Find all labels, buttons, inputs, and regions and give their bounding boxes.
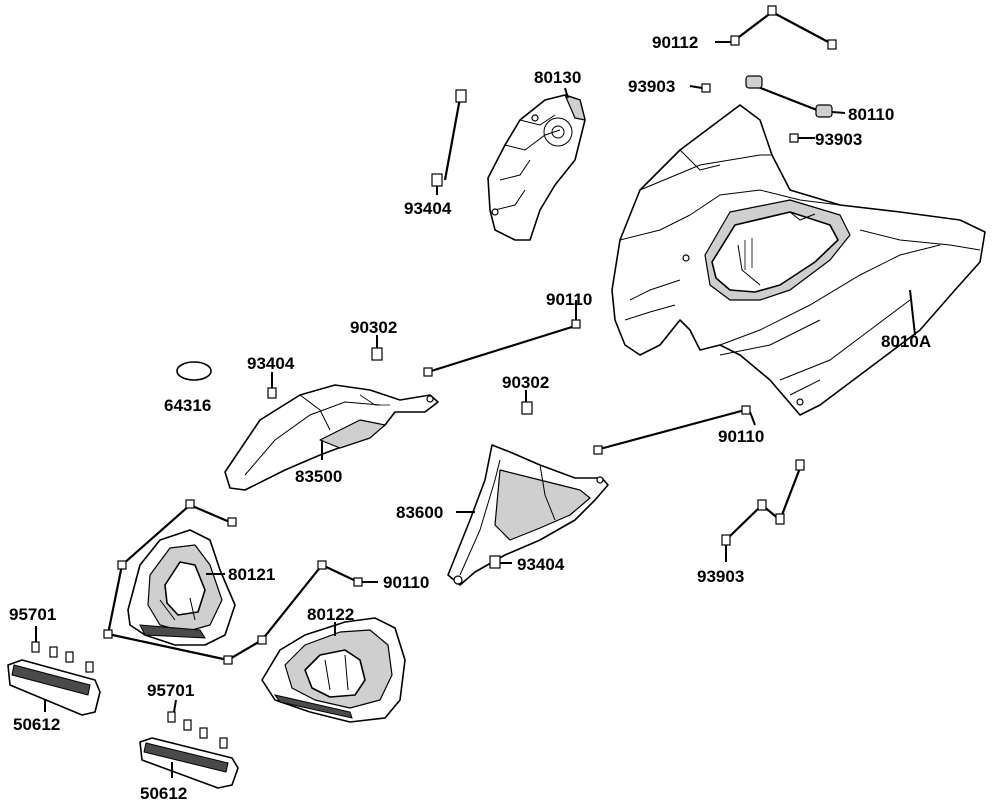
part-labels: 90112 80130 93903 80110 93903 93404 9011…: [9, 33, 931, 803]
label-50612-a: 50612: [13, 715, 60, 734]
label-95701-b: 95701: [147, 681, 194, 700]
footpeg-50612-right: [139, 737, 239, 789]
side-cover-83500: [224, 384, 439, 491]
label-80130: 80130: [534, 68, 581, 87]
label-93404-top: 93404: [404, 199, 452, 218]
label-90110-b: 90110: [718, 427, 764, 446]
label-90110-c: 90110: [383, 573, 429, 592]
footrest-guard-80122: [261, 617, 406, 723]
label-90302-b: 90302: [502, 373, 549, 392]
side-cover-83600: [447, 444, 609, 586]
bracket-80130: [487, 94, 586, 241]
label-80122: 80122: [307, 605, 354, 624]
fasteners: [31, 5, 837, 749]
footpeg-50612-left: [7, 659, 101, 716]
label-64316: 64316: [164, 396, 211, 415]
label-80121: 80121: [228, 565, 275, 584]
label-90302-a: 90302: [350, 318, 397, 337]
label-83600: 83600: [396, 503, 443, 522]
label-93404-low: 93404: [517, 555, 565, 574]
label-93903-low: 93903: [697, 567, 744, 586]
straps: [106, 11, 833, 662]
label-90110-a: 90110: [546, 290, 592, 309]
label-95701-a: 95701: [9, 605, 56, 624]
label-50612-b: 50612: [140, 784, 187, 803]
label-8010a: 8010A: [881, 332, 931, 351]
rear-fender-8010a: [611, 104, 986, 416]
label-93404-mid: 93404: [247, 354, 295, 373]
leader-lines: [35, 41, 916, 778]
label-90112: 90112: [652, 33, 698, 52]
label-83500: 83500: [295, 467, 342, 486]
label-93903-top: 93903: [628, 77, 675, 96]
cap-64316: [176, 361, 212, 381]
label-93903-mid: 93903: [815, 130, 862, 149]
footrest-guard-80121: [127, 529, 236, 646]
label-80110: 80110: [848, 105, 894, 124]
